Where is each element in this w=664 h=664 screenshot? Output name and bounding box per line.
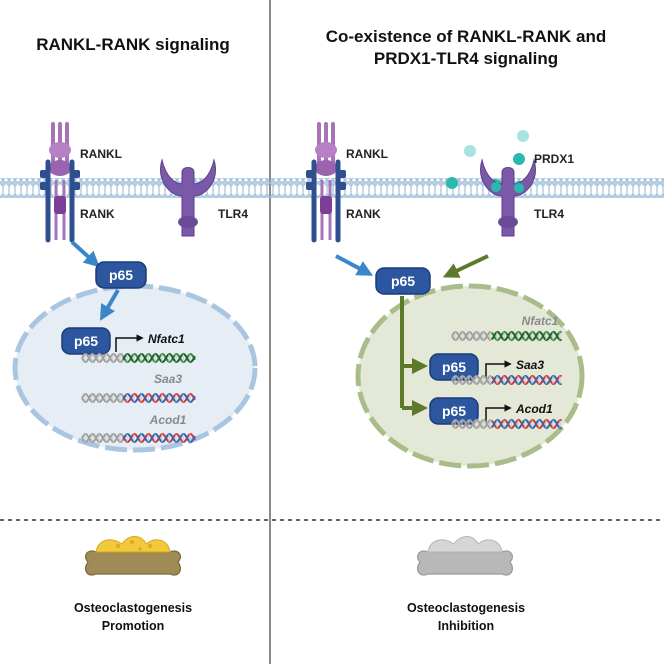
right-tlr4-receptor: [480, 158, 536, 237]
right-rank-receptor: [306, 159, 346, 243]
left-dna-saa3: [81, 393, 196, 403]
svg-text:p65: p65: [74, 333, 98, 349]
right-panel-title-line1: Co-existence of RANKL-RANK and: [326, 27, 607, 46]
right-rankl-label: RANKL: [346, 147, 388, 161]
prdx1-bound-right: [514, 183, 524, 193]
left-rankl-ligand: [49, 122, 71, 176]
left-dna-nfatc1: [81, 353, 196, 363]
right-dna-nfatc1: [451, 330, 563, 342]
right-saa3-transcription-arrow: [485, 360, 512, 378]
svg-text:p65: p65: [109, 267, 133, 283]
right-arrow-rank-to-p65: [335, 254, 374, 276]
left-outcome-line2: Promotion: [102, 619, 165, 633]
left-gene-saa3-label: Saa3: [154, 372, 182, 386]
right-p65-saa3: p65: [429, 353, 479, 381]
right-gene-saa3-label: Saa3: [516, 358, 544, 372]
left-nfatc1-transcription-arrow: [115, 334, 144, 352]
left-rank-receptor: [40, 159, 80, 243]
left-outcome-line1: Osteoclastogenesis: [74, 601, 192, 615]
left-panel-title: RANKL-RANK signaling: [36, 35, 230, 54]
right-rank-label: RANK: [346, 207, 381, 221]
left-gene-nfatc1-label: Nfatc1: [148, 332, 185, 346]
svg-text:p65: p65: [391, 273, 415, 289]
left-bone-osteoclast-icon: [84, 536, 182, 576]
left-arrow-rank-to-p65: [70, 240, 100, 268]
prdx1-label: PRDX1: [534, 152, 574, 166]
right-dna-acod1: [451, 418, 563, 430]
svg-text:p65: p65: [442, 359, 466, 375]
left-p65-nucleus: p65: [61, 327, 111, 355]
right-bone-osteoclast-icon: [416, 536, 514, 576]
left-rankl-label: RANKL: [80, 147, 122, 161]
left-rankl-rank-receptor: [40, 122, 80, 243]
right-gene-acod1-label: Acod1: [515, 402, 553, 416]
cell-membrane: [0, 178, 664, 198]
right-tlr4-label: TLR4: [534, 207, 564, 221]
right-arrow-tlr4-to-p65: [442, 254, 489, 278]
right-rankl-ligand: [315, 122, 337, 176]
left-p65-cytoplasm: p65: [95, 261, 147, 289]
left-dna-acod1: [81, 433, 196, 443]
right-p65-acod1: p65: [429, 397, 479, 425]
left-arrow-p65-to-nucleus: [99, 288, 120, 321]
right-outcome-line2: Inhibition: [438, 619, 494, 633]
svg-text:p65: p65: [442, 403, 466, 419]
prdx1-bound-left: [491, 182, 501, 192]
left-nucleus: [12, 283, 258, 453]
right-rankl-rank-receptor: [306, 122, 346, 243]
right-gene-nfatc1-label: Nfatc1: [522, 314, 559, 328]
left-tlr4-receptor: [160, 158, 216, 237]
right-dna-strands: [451, 330, 563, 430]
right-acod1-transcription-arrow: [485, 404, 512, 422]
left-dna-strands: [81, 353, 196, 443]
right-panel-title-line2: PRDX1-TLR4 signaling: [374, 49, 558, 68]
left-tlr4-label: TLR4: [218, 207, 248, 221]
left-gene-acod1-label: Acod1: [149, 413, 187, 427]
left-rank-label: RANK: [80, 207, 115, 221]
right-p65-cytoplasm: p65: [375, 267, 431, 295]
right-dna-saa3: [451, 374, 563, 386]
right-outcome-line1: Osteoclastogenesis: [407, 601, 525, 615]
